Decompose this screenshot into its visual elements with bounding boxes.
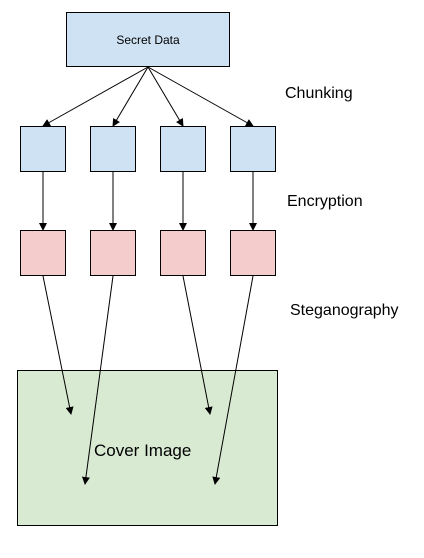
encrypted-chunk-node-3 [160,230,206,276]
chunk-node-4 [230,126,276,172]
secret-data-label: Secret Data [116,33,180,47]
arrow-encrypted-4-to-cover [212,275,254,485]
stage-label-steganography: Steganography [290,302,399,319]
arrow-secret-to-chunk-2 [112,66,149,127]
arrow-secret-to-chunk-1 [42,66,149,127]
chunk-node-3 [160,126,206,172]
encrypted-chunk-node-4 [230,230,276,276]
secret-data-node: Secret Data [66,12,230,67]
encrypted-chunk-node-2 [90,230,136,276]
cover-image-node: Cover Image [17,370,278,526]
arrow-encrypted-1-to-cover [42,275,74,415]
chunk-node-2 [90,126,136,172]
arrow-secret-to-chunk-4 [147,66,254,127]
encrypted-chunk-node-1 [20,230,66,276]
arrow-secret-to-chunk-3 [147,66,184,127]
cover-image-label: Cover Image [94,441,192,460]
stage-label-chunking: Chunking [285,85,353,102]
arrow-encrypted-2-to-cover [81,275,114,485]
stage-label-encryption: Encryption [287,193,363,210]
chunk-node-1 [20,126,66,172]
arrow-encrypted-3-to-cover [182,275,213,415]
